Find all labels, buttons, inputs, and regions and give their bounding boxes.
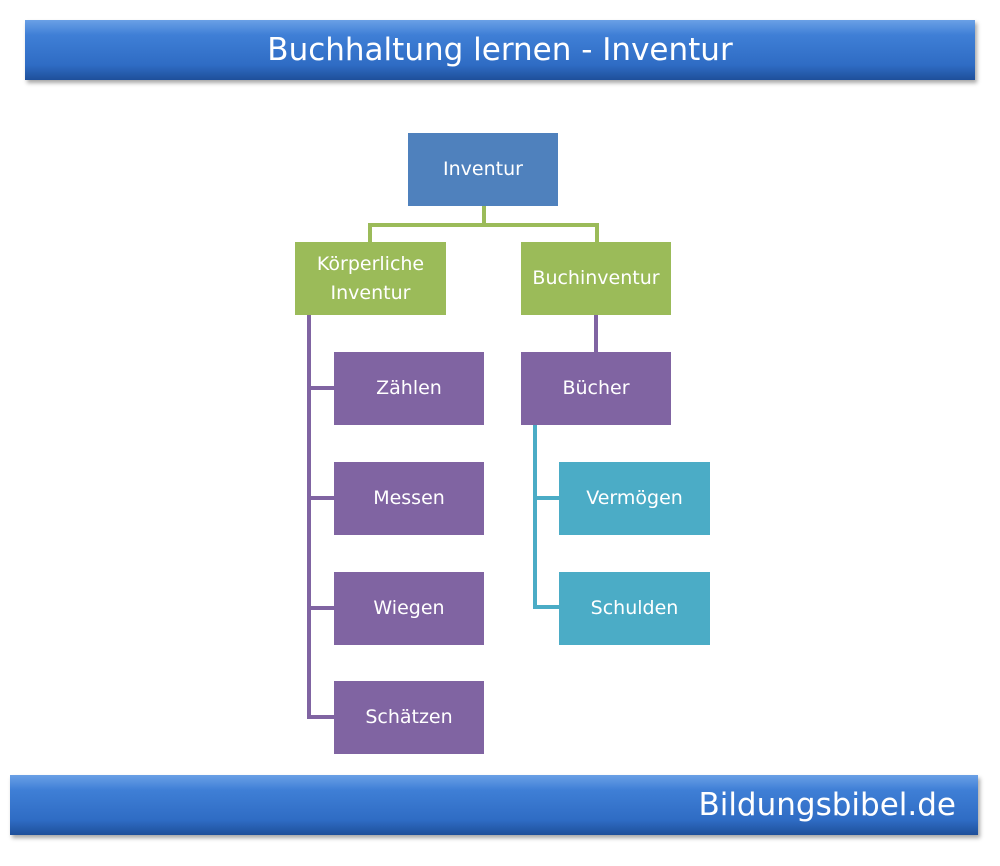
node-vermoegen: Vermögen	[559, 462, 710, 535]
connector	[307, 496, 334, 500]
connector	[307, 315, 311, 719]
title: Buchhaltung lernen - Inventur	[267, 32, 733, 68]
node-zaehlen: Zählen	[334, 352, 484, 425]
node-label: Körperliche Inventur	[316, 252, 425, 304]
node-label: Wiegen	[373, 597, 445, 619]
node-koerperliche-inventur: Körperliche Inventur	[295, 242, 446, 315]
connector	[368, 223, 372, 242]
connector	[482, 206, 486, 226]
node-label: Schätzen	[365, 706, 453, 728]
node-schaetzen: Schätzen	[334, 681, 484, 754]
connector	[533, 496, 559, 500]
node-label: Messen	[373, 487, 445, 509]
node-buecher: Bücher	[521, 352, 671, 425]
node-label: Schulden	[590, 597, 679, 619]
node-label: Buchinventur	[532, 267, 660, 289]
node-label: Inventur	[443, 158, 523, 180]
connector	[595, 223, 599, 242]
connector	[368, 223, 599, 227]
node-buchinventur: Buchinventur	[521, 242, 671, 315]
connector	[533, 605, 559, 609]
node-schulden: Schulden	[559, 572, 710, 645]
footer-brand: Bildungsbibel.de	[698, 787, 956, 823]
connector	[307, 606, 334, 610]
title-banner: Buchhaltung lernen - Inventur	[25, 20, 975, 80]
connector	[307, 386, 334, 390]
footer-banner: Bildungsbibel.de	[10, 775, 978, 835]
node-wiegen: Wiegen	[334, 572, 484, 645]
node-messen: Messen	[334, 462, 484, 535]
node-label: Bücher	[562, 377, 630, 399]
node-label: Vermögen	[586, 487, 683, 509]
connector	[307, 715, 334, 719]
node-label: Zählen	[376, 377, 442, 399]
node-inventur: Inventur	[408, 133, 558, 206]
connector	[594, 315, 598, 352]
connector	[533, 425, 537, 609]
